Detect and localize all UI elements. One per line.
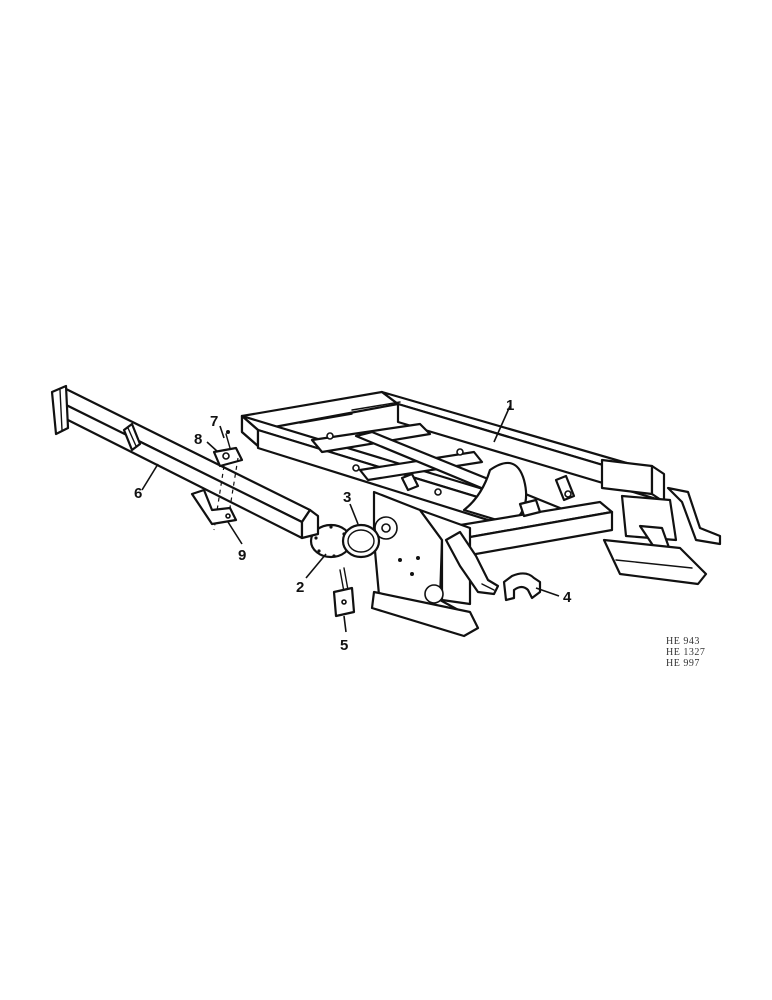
reference-code-1: HE 943 (666, 636, 700, 647)
strap-bracket-part-9 (190, 488, 238, 526)
main-frame-part-1 (240, 390, 722, 638)
clamp-plate-part-8 (212, 446, 244, 531)
pin-part-5 (332, 567, 356, 618)
callout-7: 7 (210, 413, 218, 430)
callout-5: 5 (340, 637, 348, 654)
callout-6: 6 (134, 485, 142, 502)
callout-2: 2 (296, 579, 304, 596)
bolt-part-7 (225, 430, 231, 449)
clip-bracket-part-4 (502, 572, 542, 602)
callout-3: 3 (343, 489, 351, 506)
leader-lines (141, 405, 560, 633)
reference-code-3: HE 997 (666, 658, 700, 669)
callout-1: 1 (506, 397, 514, 414)
reference-codes: HE 943 HE 1327 HE 997 (666, 636, 705, 669)
callout-labels: 1 2 3 4 5 6 7 8 9 (134, 397, 572, 654)
drawbar-tube-part-6 (50, 384, 320, 540)
callout-9: 9 (238, 547, 246, 564)
reference-code-2: HE 1327 (666, 647, 705, 658)
gasket-part-3 (341, 523, 381, 559)
callout-8: 8 (194, 431, 202, 448)
callout-4: 4 (563, 589, 572, 606)
